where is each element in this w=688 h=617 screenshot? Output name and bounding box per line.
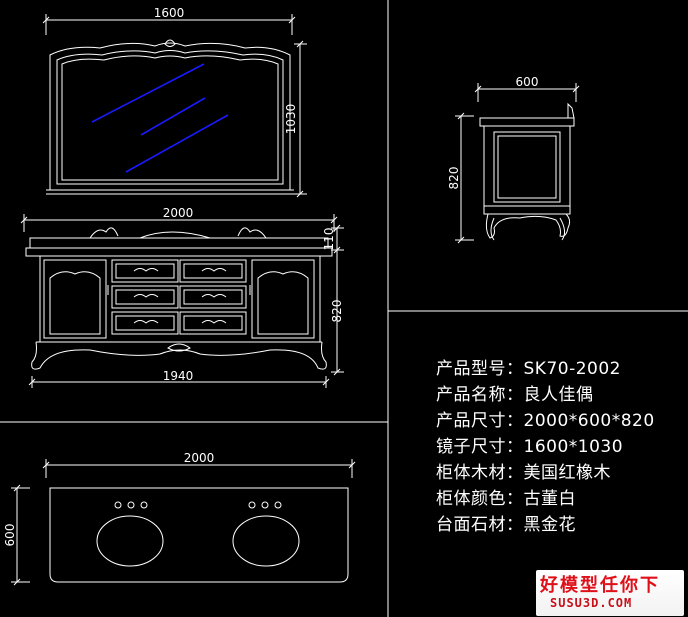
- watermark-title: 好模型任你下: [540, 575, 660, 596]
- cabinet-base-width-label: 1940: [163, 369, 194, 383]
- spec-color: 柜体颜色：古董白: [436, 489, 576, 509]
- cabinet-front-drawing: [25, 227, 333, 370]
- mirror-width-label: 1600: [154, 6, 185, 20]
- mirror-reflection-lines: [91, 63, 229, 173]
- side-view-drawing: [479, 102, 575, 241]
- spec-mirror-size: 镜子尺寸：1600*1030: [436, 437, 624, 457]
- side-dimension-lines: [455, 83, 580, 244]
- spec-name: 产品名称：良人佳偶: [436, 385, 594, 405]
- countertop-depth-label: 600: [3, 524, 17, 547]
- cabinet-width-label: 2000: [163, 206, 194, 220]
- spec-size: 产品尺寸：2000*600*820: [436, 411, 655, 431]
- cabinet-dimension-lines: [20, 214, 344, 388]
- mirror-height-label: 1030: [284, 104, 298, 135]
- watermark-url: SUSU3D.COM: [550, 596, 633, 610]
- countertop-width-label: 2000: [184, 451, 215, 465]
- spec-wood: 柜体木材：美国红橡木: [436, 463, 611, 483]
- mirror-dimension-lines: [42, 14, 307, 198]
- watermark-logo: 好模型任你下 SUSU3D.COM: [536, 570, 684, 616]
- side-depth-label: 600: [516, 75, 539, 89]
- countertop-drawing: [49, 487, 349, 583]
- countertop-dimension-lines: [11, 459, 356, 586]
- cabinet-top-height-label: 110: [322, 228, 336, 251]
- side-height-label: 820: [447, 167, 461, 190]
- mirror-drawing: [46, 39, 294, 195]
- cabinet-height-label: 820: [330, 300, 344, 323]
- spec-stone: 台面石材：黑金花: [436, 515, 576, 535]
- spec-model: 产品型号：SK70-2002: [436, 359, 621, 379]
